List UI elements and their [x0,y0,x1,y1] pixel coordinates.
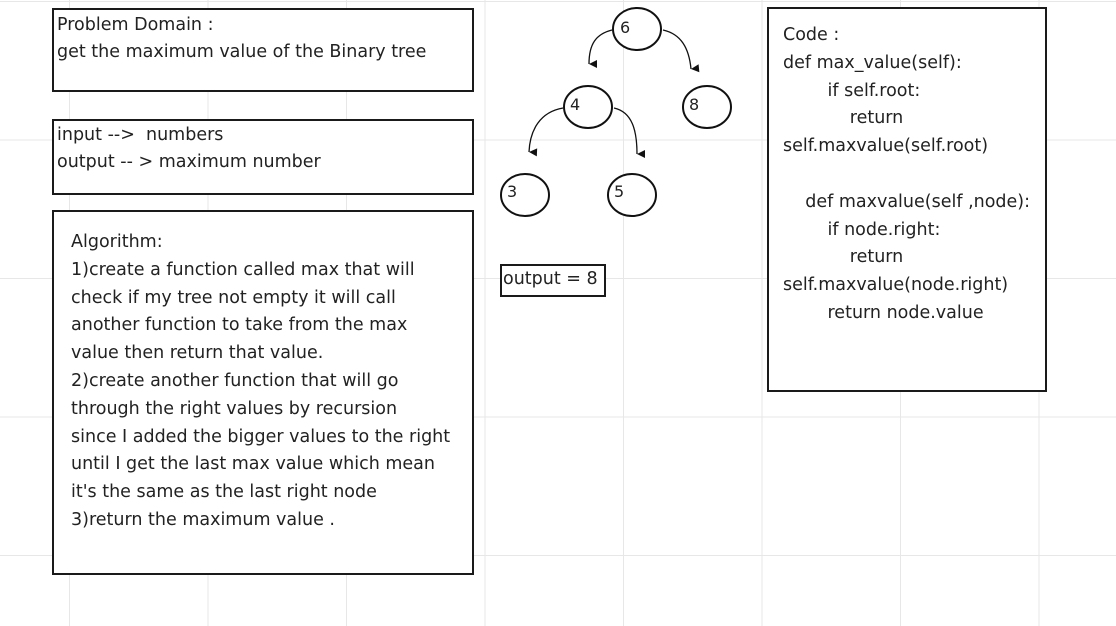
node-label: 4 [570,95,580,114]
node-label: 6 [620,18,630,37]
code-line: self.maxvalue(self.root) [783,136,989,157]
problem-domain-text: get the maximum value of the Binary tree [57,42,427,62]
algorithm-line: through the right values by recursion [71,398,398,419]
algorithm-line: 1)create a function called max that will [71,259,415,280]
code-line: Code : [783,25,840,45]
algorithm-line: until I get the last max value which mea… [71,454,435,475]
edge-6-4 [588,29,613,69]
algorithm-line: another function to take from the max [71,315,408,336]
output-box: output = 8 [500,264,606,297]
code-line: if node.right: [783,219,941,240]
output-text: output -- > maximum number [57,152,321,172]
algorithm-line: 2)create another function that will go [71,370,399,391]
algorithm-line: 3)return the maximum value . [71,509,335,530]
code-line: if self.root: [783,80,921,101]
tree-node-6: 6 [612,7,662,51]
input-text: input --> numbers [57,125,224,145]
algorithm-line: value then return that value. [71,343,324,364]
tree-node-3: 3 [500,173,550,217]
edge-6-8 [662,29,700,73]
code-line: return [783,108,904,129]
node-label: 8 [689,95,699,114]
code-line: return [783,247,904,268]
tree-node-8: 8 [682,85,732,129]
node-label: 3 [507,182,517,201]
code-line: return node.value [783,302,984,323]
algorithm-line: it's the same as the last right node [71,482,377,503]
algorithm-line: Algorithm: [71,232,163,252]
algorithm-text: Algorithm: 1)create a function called ma… [71,229,462,535]
code-line: def max_value(self): [783,52,962,73]
code-line: self.maxvalue(node.right) [783,275,1009,296]
code-line: def maxvalue(self ,node): [783,191,1031,212]
edge-4-3 [528,107,564,157]
problem-domain-title: Problem Domain : [57,15,214,35]
algorithm-line: since I added the bigger values to the r… [71,426,451,447]
algorithm-line: check if my tree not empty it will call [71,287,396,308]
tree-node-5: 5 [607,173,657,217]
algorithm-box: Algorithm: 1)create a function called ma… [52,210,474,575]
code-line [783,161,1045,189]
problem-domain-box: Problem Domain : get the maximum value o… [52,8,474,92]
code-box: Code : def max_value(self): if self.root… [767,7,1047,392]
node-label: 5 [614,182,624,201]
edge-4-5 [613,107,646,158]
tree-node-4: 4 [563,85,613,129]
input-output-box: input --> numbers output -- > maximum nu… [52,119,474,195]
